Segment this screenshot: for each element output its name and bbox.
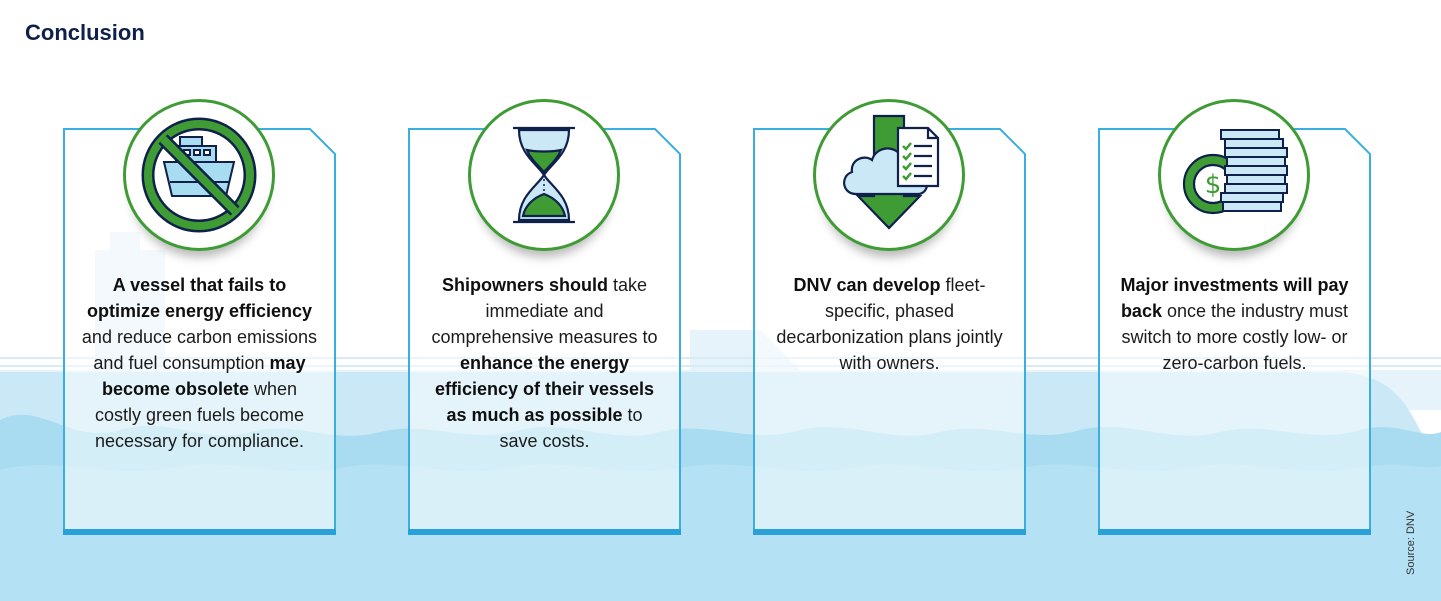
emphasized-text: may become obsolete <box>101 353 306 399</box>
card-frame <box>753 128 1026 535</box>
source-note: Source: DNV <box>1405 510 1417 575</box>
conclusion-card-3: DNV can develop fleet-specific, phased d… <box>753 99 1026 535</box>
emphasized-text: Shipowners should <box>441 275 608 295</box>
body-text: when costly green fuels become necessary… <box>94 379 305 451</box>
card-frame <box>63 128 336 535</box>
svg-text:$: $ <box>1205 170 1222 200</box>
card-frame <box>408 128 681 535</box>
cloud-download-checklist-icon <box>813 99 965 251</box>
emphasized-text: enhance the energy efficiency of their v… <box>434 353 655 425</box>
conclusion-card-2: Shipowners should take immediate and com… <box>408 99 681 535</box>
emphasized-text: A vessel that fails to optimize energy e… <box>86 275 313 321</box>
card-text: A vessel that fails to optimize energy e… <box>81 272 318 454</box>
conclusion-card-1: A vessel that fails to optimize energy e… <box>63 99 336 535</box>
body-text: once the industry must switch to more co… <box>1121 301 1349 373</box>
body-text: to save costs. <box>499 405 643 451</box>
body-text: take immediate and comprehensive measure… <box>431 275 658 347</box>
body-text: and reduce carbon emissions and fuel con… <box>81 327 318 373</box>
card-text: Shipowners should take immediate and com… <box>426 272 663 454</box>
no-ship-icon <box>123 99 275 251</box>
emphasized-text: Major investments will pay back <box>1120 275 1349 321</box>
card-frame <box>1098 128 1371 535</box>
card-text: Major investments will pay back once the… <box>1116 272 1353 376</box>
hourglass-icon <box>468 99 620 251</box>
body-text: fleet-specific, phased decarbonization p… <box>776 275 1003 373</box>
emphasized-text: DNV can develop <box>793 275 941 295</box>
conclusion-card-4: $ Major investments will pay back once t… <box>1098 99 1371 535</box>
card-text: DNV can develop fleet-specific, phased d… <box>771 272 1008 376</box>
coins-dollar-icon: $ <box>1158 99 1310 251</box>
page-title: Conclusion <box>25 20 145 45</box>
